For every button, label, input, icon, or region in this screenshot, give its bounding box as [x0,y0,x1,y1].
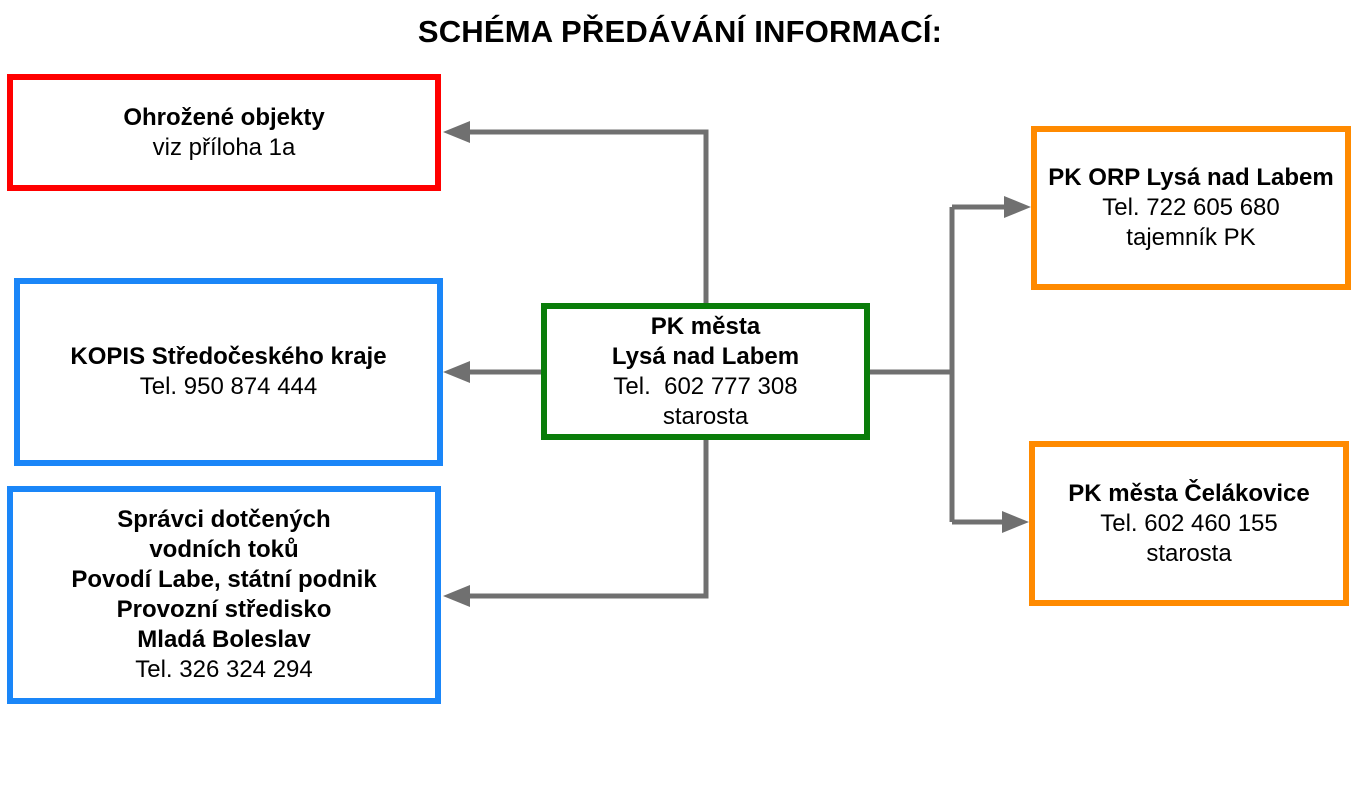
threatened-note: viz příloha 1a [152,133,296,161]
water-org: Povodí Labe, státní podnik [71,566,377,593]
box-kopis: KOPIS Středočeského kraje Tel. 950 874 4… [14,278,443,466]
box-pk-celakovice: PK města Čelákovice Tel. 602 460 155 sta… [1029,441,1349,606]
arrow-to-water-managers [468,438,709,599]
celakovice-phone: Tel. 602 460 155 [1100,509,1278,537]
diagram-title: SCHÉMA PŘEDÁVÁNÍ INFORMACÍ: [417,14,943,49]
arrowhead-kopis [443,361,470,383]
box-threatened-objects: Ohrožené objekty viz příloha 1a [7,74,441,191]
center-title-line-1: PK města [650,312,761,340]
kopis-title: KOPIS Středočeského kraje [70,343,387,370]
threatened-title: Ohrožené objekty [123,103,325,131]
orp-role: tajemník PK [1126,224,1256,251]
center-phone: Tel. 602 777 308 [613,372,798,400]
box-pk-orp: PK ORP Lysá nad Labem Tel. 722 605 680 t… [1031,126,1351,290]
arrowhead-orp [1004,196,1031,218]
arrow-to-threatened [468,129,709,303]
water-phone: Tel. 326 324 294 [135,656,313,683]
arrowhead-celakovice [1002,511,1029,533]
water-title-line-1: Správci dotčených [117,506,331,533]
water-city: Mladá Boleslav [137,626,311,653]
water-office: Provozní středisko [116,596,332,623]
kopis-phone: Tel. 950 874 444 [139,373,318,400]
orp-phone: Tel. 722 605 680 [1102,194,1280,221]
box-water-managers: Správci dotčených vodních toků Povodí La… [7,486,441,704]
water-title-line-2: vodních toků [149,536,299,563]
center-title-line-2: Lysá nad Labem [611,342,800,370]
arrowhead-threatened [443,121,470,143]
celakovice-title: PK města Čelákovice [1068,479,1310,507]
arrowhead-water-managers [443,585,470,607]
celakovice-role: starosta [1146,539,1232,567]
orp-title: PK ORP Lysá nad Labem [1048,164,1334,191]
box-center-pk-lysa: PK města Lysá nad Labem Tel. 602 777 308… [541,303,870,440]
center-role: starosta [662,402,749,430]
